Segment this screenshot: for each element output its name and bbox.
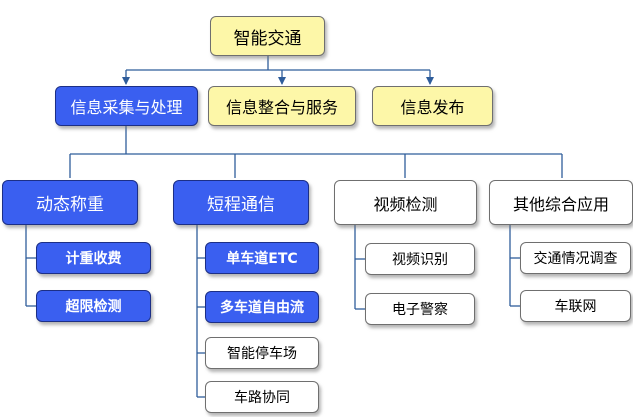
root-node: 智能交通 bbox=[210, 16, 325, 56]
leaf-node-vehicle-road-coordination: 车路协同 bbox=[205, 381, 319, 413]
leaf-node-electronic-police: 电子警察 bbox=[365, 293, 475, 325]
leaf-node-vehicle-network: 车联网 bbox=[520, 290, 631, 322]
leaf-node-overload-detection: 超限检测 bbox=[36, 290, 151, 322]
leaf-node-smart-parking: 智能停车场 bbox=[205, 337, 319, 369]
leaf-node-multi-lane-free-flow: 多车道自由流 bbox=[205, 291, 319, 323]
level1-node-integration: 信息整合与服务 bbox=[208, 86, 356, 126]
leaf-node-single-lane-etc: 单车道ETC bbox=[205, 242, 319, 274]
leaf-node-video-recognition: 视频识别 bbox=[365, 243, 475, 275]
leaf-node-toll-by-weight: 计重收费 bbox=[36, 242, 151, 274]
level2-node-video: 视频检测 bbox=[334, 180, 477, 225]
leaf-node-traffic-survey: 交通情况调查 bbox=[520, 242, 631, 274]
level1-node-publishing: 信息发布 bbox=[372, 86, 493, 126]
level1-node-collection: 信息采集与处理 bbox=[55, 86, 198, 126]
level2-node-dsrc: 短程通信 bbox=[173, 180, 309, 225]
level2-node-weighing: 动态称重 bbox=[2, 180, 138, 225]
level2-node-other: 其他综合应用 bbox=[489, 180, 633, 225]
